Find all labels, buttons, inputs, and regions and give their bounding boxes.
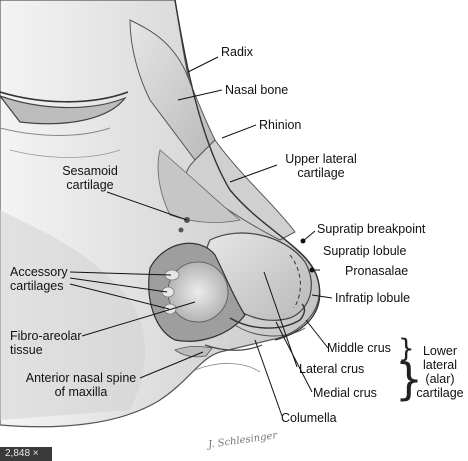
- label-lateral-crus: Lateral crus: [299, 362, 364, 376]
- label-pronasalae: Pronasalae: [345, 264, 408, 278]
- label-supratip-lobule: Supratip lobule: [323, 244, 406, 258]
- label-anterior-nasal-spine: Anterior nasal spine of maxilla: [19, 371, 143, 399]
- label-rhinion: Rhinion: [259, 118, 301, 132]
- dimension-badge: 2,848 × 3,268: [0, 447, 52, 461]
- label-supratip-breakpoint: Supratip breakpoint: [317, 222, 425, 236]
- label-columella: Columella: [281, 411, 337, 425]
- fibro-areolar-mass: [168, 262, 228, 322]
- label-sesamoid-cartilage: Sesamoid cartilage: [50, 164, 130, 192]
- label-nasal-bone: Nasal bone: [225, 83, 288, 97]
- label-medial-crus: Medial crus: [313, 386, 377, 400]
- label-accessory-cartilages: Accessory cartilages: [10, 265, 68, 293]
- lower-lateral-brace: }: [395, 358, 423, 402]
- label-middle-crus: Middle crus: [327, 341, 391, 355]
- label-infratip-lobule: Infratip lobule: [335, 291, 410, 305]
- label-upper-lateral-cartilage: Upper lateral cartilage: [273, 152, 369, 180]
- label-fibro-areolar-tissue: Fibro-areolar tissue: [10, 329, 82, 357]
- label-radix: Radix: [221, 45, 253, 59]
